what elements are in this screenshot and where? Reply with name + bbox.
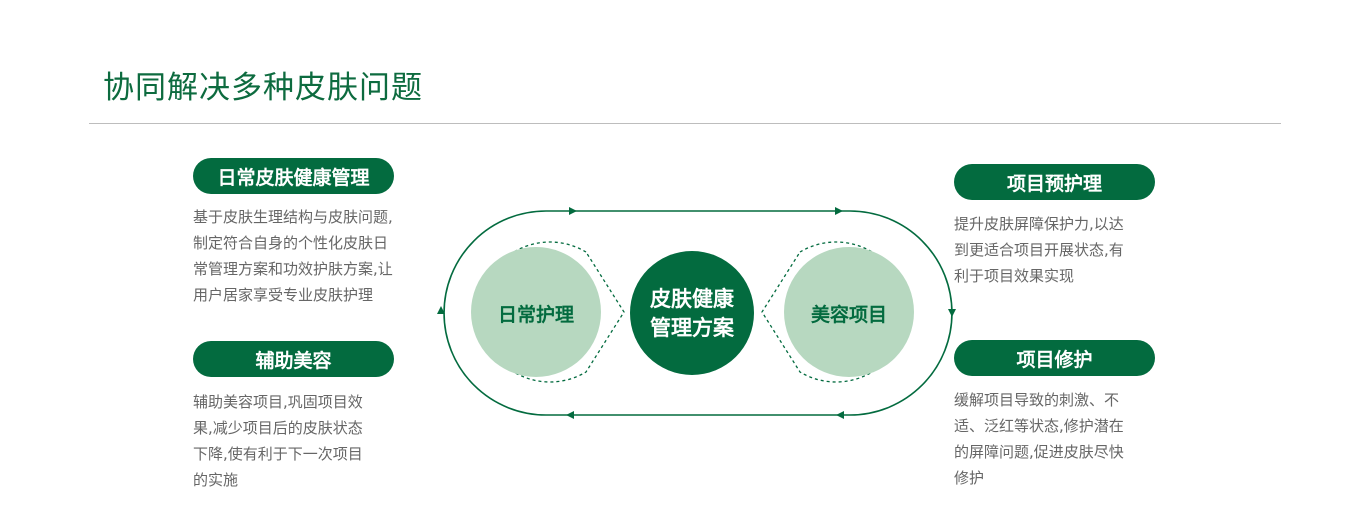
- page-title: 协同解决多种皮肤问题: [103, 70, 423, 106]
- heading-post-repair: 项目修护: [954, 340, 1155, 376]
- desc-daily-skin-management: 基于皮肤生理结构与皮肤问题, 制定符合自身的个性化皮肤日 常管理方案和功效护肤方…: [193, 204, 393, 308]
- heading-assist-beauty: 辅助美容: [193, 341, 394, 377]
- desc-line: 用户居家享受专业皮肤护理: [193, 286, 374, 304]
- desc-line: 下降,使有利于下一次项目: [193, 445, 363, 463]
- right-circle: [784, 247, 914, 377]
- arrow-left-side: [437, 306, 445, 314]
- desc-line: 修护: [954, 469, 985, 487]
- arrow-bottom-left: [566, 411, 574, 419]
- left-circle-label: 日常护理: [497, 303, 574, 326]
- desc-line: 辅助美容项目,巩固项目效: [193, 393, 363, 411]
- center-label-line2: 管理方案: [650, 316, 734, 340]
- heading-pre-care: 项目预护理: [954, 164, 1155, 200]
- heading-daily-skin-management: 日常皮肤健康管理: [193, 158, 394, 194]
- desc-line: 到更适合项目开展状态,有: [954, 241, 1124, 259]
- arrow-top-left: [569, 207, 577, 215]
- center-circle: [630, 251, 754, 375]
- desc-post-repair: 缓解项目导致的刺激、不 适、泛红等状态,修护潜在 的屏障问题,促进皮肤尽快 修护: [954, 387, 1124, 491]
- cycle-loop: [443, 210, 953, 416]
- arrow-bottom-right: [836, 411, 844, 419]
- arrow-right-side: [948, 309, 956, 317]
- arrow-top-right: [835, 207, 843, 215]
- desc-line: 制定符合自身的个性化皮肤日: [193, 234, 389, 252]
- desc-line: 提升皮肤屏障保护力,以达: [954, 215, 1124, 233]
- center-label-line1: 皮肤健康: [650, 287, 734, 311]
- title-divider: [89, 123, 1281, 124]
- desc-line: 常管理方案和功效护肤方案,让: [193, 260, 393, 278]
- desc-line: 利于项目效果实现: [954, 267, 1075, 285]
- desc-assist-beauty: 辅助美容项目,巩固项目效 果,减少项目后的皮肤状态 下降,使有利于下一次项目 的…: [193, 389, 363, 493]
- desc-line: 适、泛红等状态,修护潜在: [954, 417, 1124, 435]
- right-circle-label: 美容项目: [810, 303, 887, 326]
- desc-line: 缓解项目导致的刺激、不: [954, 391, 1120, 409]
- center-circle-label: 皮肤健康 管理方案: [632, 284, 752, 344]
- desc-line: 的实施: [193, 471, 239, 489]
- left-circle: [471, 247, 601, 377]
- desc-pre-care: 提升皮肤屏障保护力,以达 到更适合项目开展状态,有 利于项目效果实现: [954, 211, 1124, 289]
- desc-line: 的屏障问题,促进皮肤尽快: [954, 443, 1124, 461]
- desc-line: 果,减少项目后的皮肤状态: [193, 419, 363, 437]
- desc-line: 基于皮肤生理结构与皮肤问题,: [193, 208, 393, 226]
